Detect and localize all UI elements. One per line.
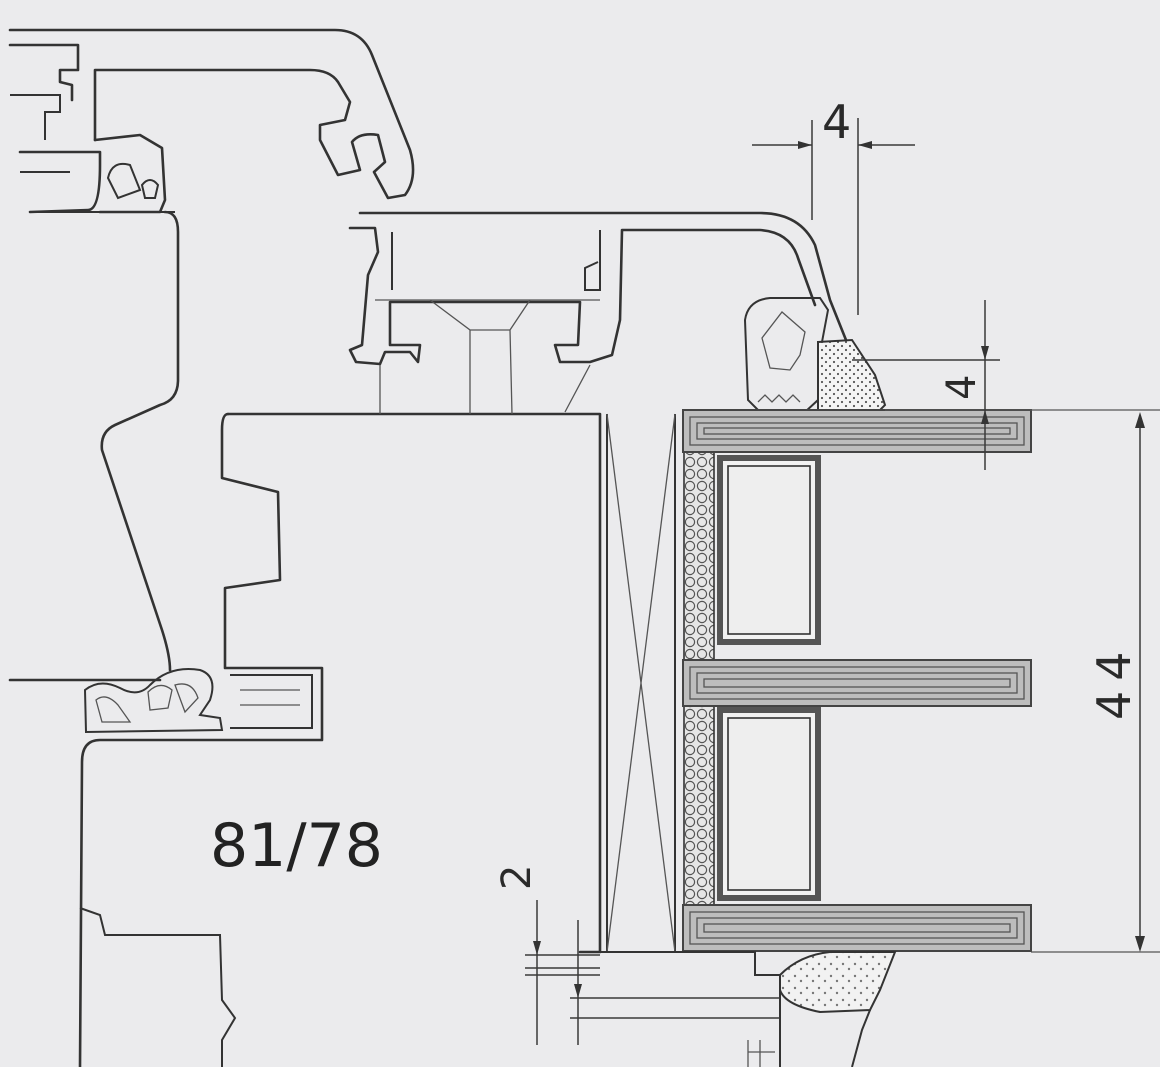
dim-top-gap: 4 — [822, 95, 851, 149]
bottom-seal — [580, 951, 897, 1067]
dim-glazing-thickness: 44 — [1087, 641, 1141, 720]
upper-frame-profile — [8, 28, 415, 214]
glazing-unit — [606, 409, 1160, 953]
dim-seal-gap: 4 — [939, 375, 985, 400]
lower-gasket — [83, 668, 313, 734]
dimension-lines — [525, 118, 1145, 1045]
wedge-seal — [743, 297, 887, 413]
glazing-bead — [348, 211, 852, 415]
dim-bottom-gap: 2 — [494, 865, 540, 890]
left-frame-body — [8, 210, 602, 1067]
profile-label: 81/78 — [210, 811, 383, 881]
